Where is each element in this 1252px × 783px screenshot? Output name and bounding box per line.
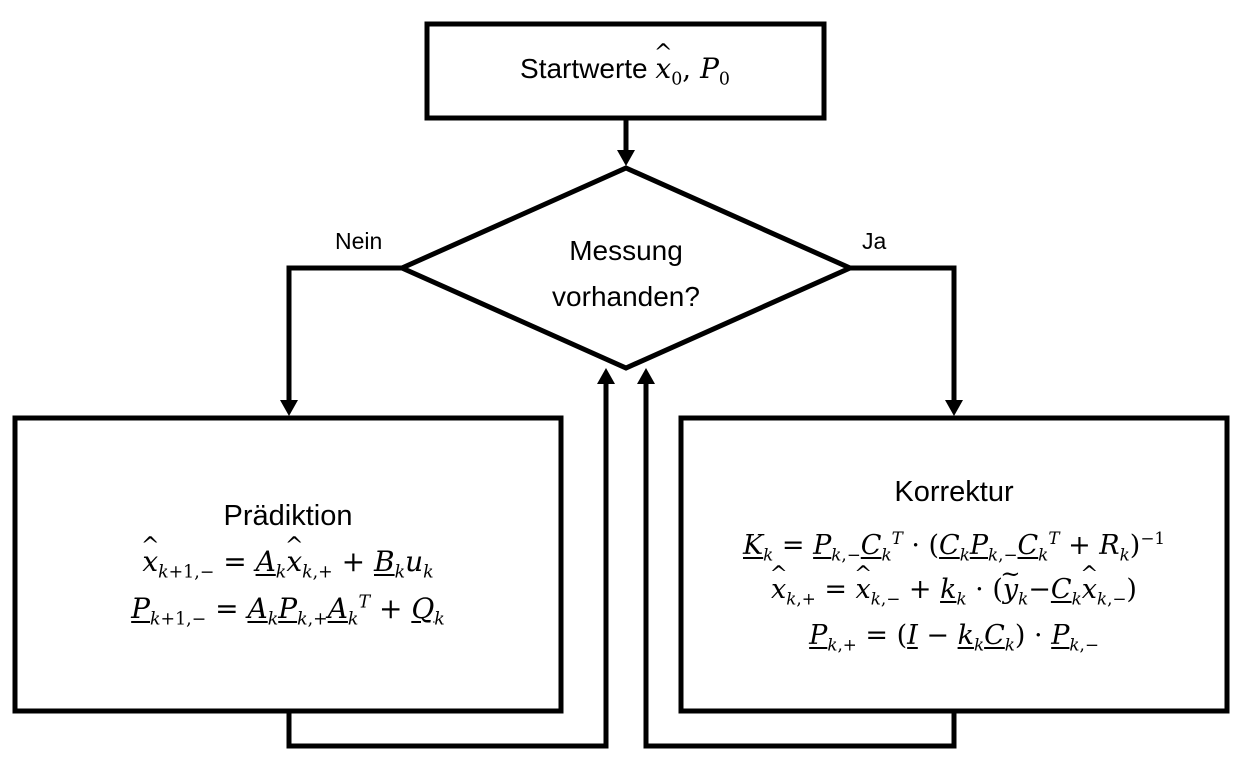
loop-from-prediction <box>286 382 609 749</box>
prediction-title: Prädiktion <box>223 500 353 532</box>
start-label: Startwerte x0, P0 <box>440 52 810 90</box>
correction-box <box>678 415 1230 714</box>
correction-eq-1: Kk = Pk,−CkT · (CkPk,−CkT + Rk)−1 <box>743 528 1165 565</box>
decision-line-2: vorhanden? <box>552 281 700 312</box>
prediction-eq-2: Pk+1,− = AkPk,+AkT + Qk <box>131 592 445 630</box>
arrow-no-branch <box>286 265 402 404</box>
correction-eq-2: xk,+ = xk,− + kk · (yk−Ckxk,−) <box>681 574 1227 608</box>
correction-eq-3: Pk,+ = (I − kkCk) · Pk,− <box>809 620 1099 655</box>
loop-from-correction <box>643 382 957 749</box>
no-label: Nein <box>335 228 383 254</box>
start-formula: x0, P0 <box>655 52 730 90</box>
decision-diamond <box>395 165 857 371</box>
start-box <box>424 21 827 121</box>
start-title: Startwerte <box>520 53 648 84</box>
decision-line-1: Messung <box>569 235 683 266</box>
prediction-eq-1: xk+1,− = Akxk,+ + Bkuk <box>15 545 561 583</box>
arrow-yes-branch <box>850 265 957 404</box>
correction-title: Korrektur <box>894 476 1014 508</box>
yes-label: Ja <box>862 228 887 254</box>
decision-text: Messung vorhanden? <box>500 228 752 320</box>
